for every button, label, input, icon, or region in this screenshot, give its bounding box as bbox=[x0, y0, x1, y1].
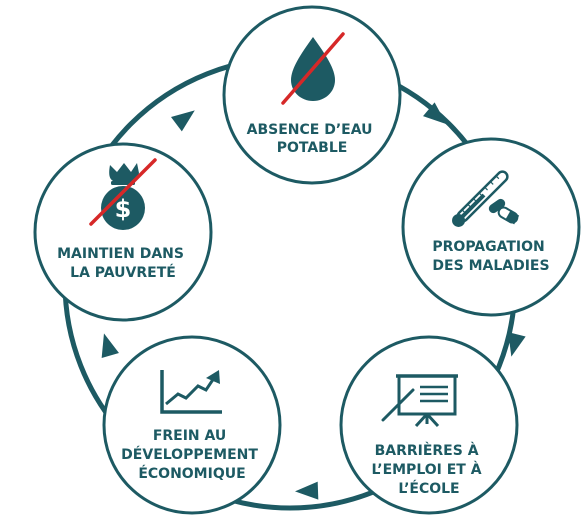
node-maintien-pauvrete: $ MAINTIEN DANS LA PAUVRETÉ bbox=[33, 142, 213, 322]
arrow-head bbox=[423, 102, 447, 125]
arrow-head bbox=[101, 333, 119, 359]
presentation-board-icon bbox=[381, 374, 458, 428]
node-barrieres-emploi-ecole: BARRIÈRES À L’EMPLOI ET À L’ÉCOLE bbox=[339, 335, 519, 515]
water-drop-crossed-icon bbox=[281, 32, 345, 105]
node-absence-eau-potable: ABSENCE D’EAU POTABLE bbox=[222, 5, 402, 185]
node-frein-developpement: FREIN AU DÉVELOPPEMENT ÉCONOMIQUE bbox=[102, 335, 282, 515]
arrow-head bbox=[171, 110, 195, 132]
arrow-head bbox=[508, 332, 526, 357]
node-label: PROPAGATION DES MALADIES bbox=[432, 239, 549, 274]
node-label: MAINTIEN DANS LA PAUVRETÉ bbox=[57, 246, 189, 281]
thermometer-pills-icon bbox=[452, 170, 520, 227]
node-label: ABSENCE D’EAU POTABLE bbox=[247, 122, 378, 156]
node-label: FREIN AU DÉVELOPPEMENT ÉCONOMIQUE bbox=[121, 428, 263, 482]
money-bag-crossed-icon: $ bbox=[89, 158, 157, 230]
node-propagation-maladies: PROPAGATION DES MALADIES bbox=[401, 137, 581, 317]
dollar-sign-glyph: $ bbox=[115, 195, 132, 223]
node-label: BARRIÈRES À L’EMPLOI ET À L’ÉCOLE bbox=[372, 442, 487, 497]
growth-chart-icon bbox=[160, 370, 222, 414]
arrow-head bbox=[295, 481, 319, 500]
